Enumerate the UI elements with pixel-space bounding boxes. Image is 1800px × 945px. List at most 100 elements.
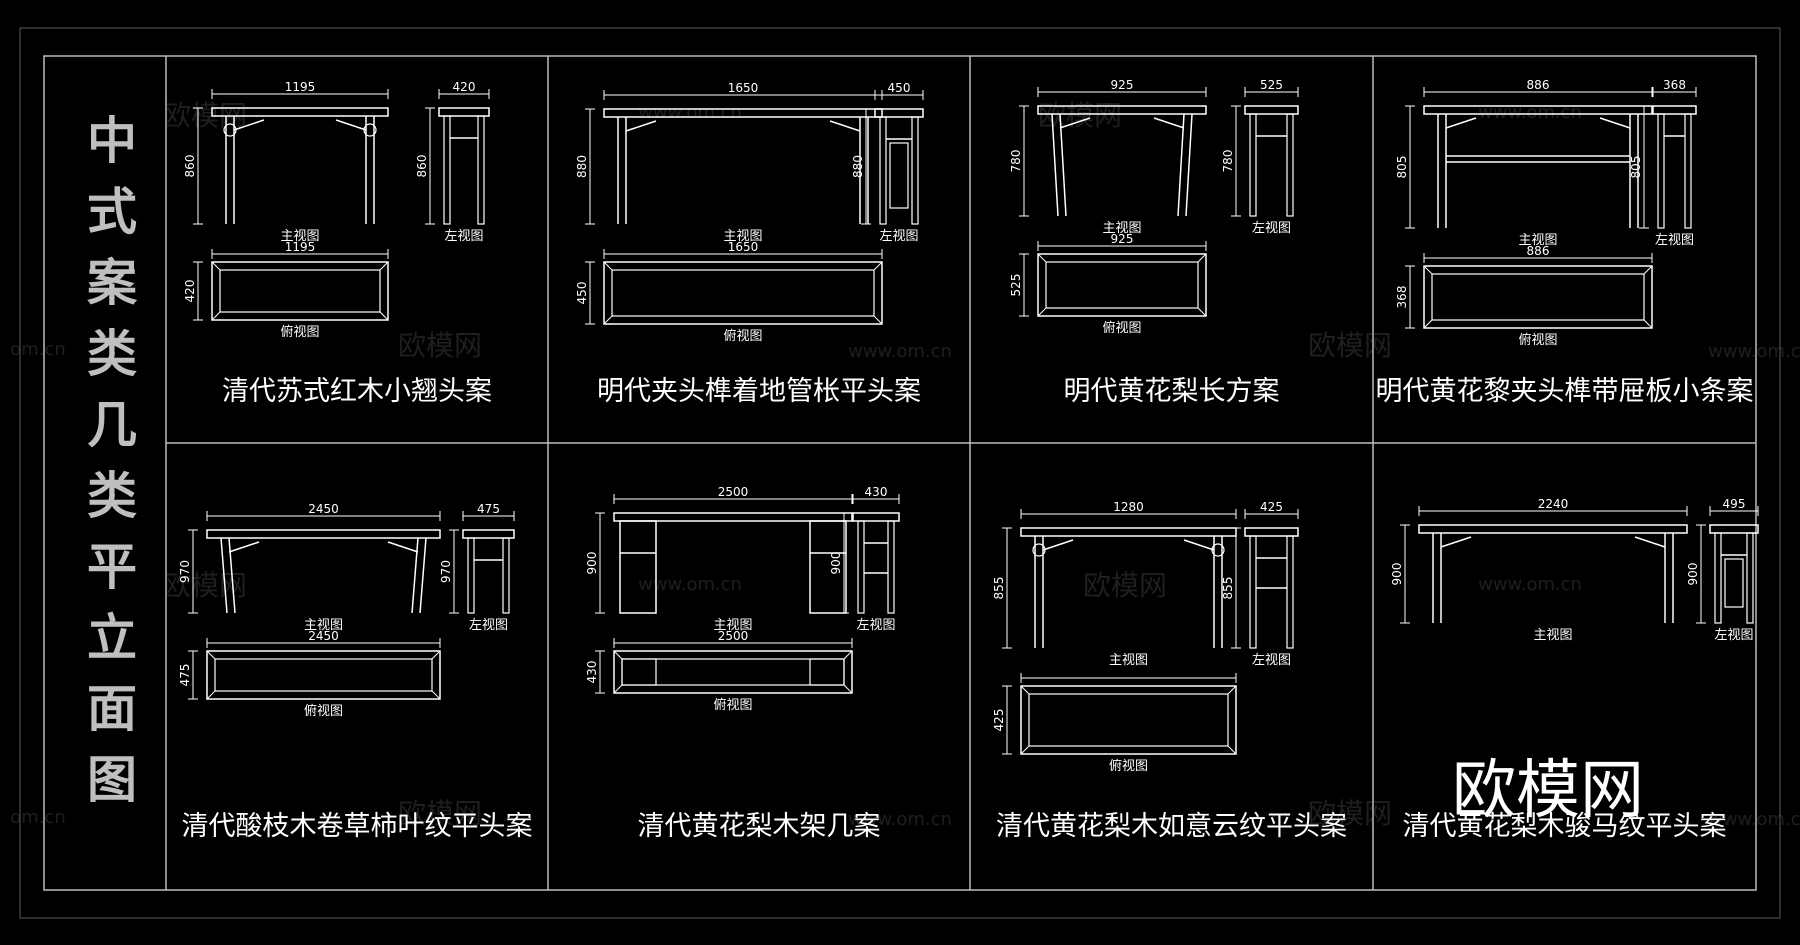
- drawing-rect: [1286, 113, 1294, 217]
- horizontal-dimension: 2450: [206, 629, 441, 648]
- drawing-line: [1153, 117, 1185, 129]
- drawing-line: [379, 261, 389, 271]
- drawing-rect: [477, 115, 485, 225]
- top-view: [603, 261, 883, 325]
- drawing-rect: [438, 107, 490, 117]
- drawing-line: [613, 684, 623, 694]
- drawing-rect: [852, 512, 900, 522]
- dimension-text: 880: [575, 155, 589, 178]
- vertical-dimension: 900: [829, 512, 849, 614]
- drawing-line: [206, 690, 216, 700]
- drawing-rect: [619, 520, 657, 614]
- page-title-char: 立: [87, 609, 137, 667]
- horizontal-dimension: 475: [462, 502, 515, 521]
- vertical-dimension: 970: [439, 529, 459, 614]
- dimension-text: 925: [1111, 232, 1134, 246]
- vertical-dimension: 430: [585, 650, 605, 694]
- dimension-text: 1650: [728, 81, 759, 95]
- scroll-ornament: [223, 123, 237, 137]
- left-view-label: 左视图: [444, 229, 483, 244]
- drawing-rect: [502, 537, 510, 614]
- drawing-rect: [1709, 524, 1759, 534]
- drawing-line: [1227, 685, 1237, 695]
- watermark-text: 欧模网: [398, 797, 482, 830]
- horizontal-dimension: 2500: [613, 485, 853, 504]
- drawing-line: [603, 261, 613, 271]
- drawing-line: [843, 650, 853, 660]
- dimension-text: 900: [1390, 563, 1404, 586]
- drawing-rect: [809, 520, 847, 614]
- dimension-text: 368: [1395, 286, 1409, 309]
- drawing-rect: [1431, 273, 1645, 321]
- furniture-title: 明代黄花黎夹头榫带屉板小条案: [1376, 376, 1754, 407]
- drawing-line: [1197, 253, 1207, 263]
- drawing-rect: [443, 115, 451, 225]
- dimension-text: 780: [1221, 150, 1235, 173]
- drawing-line: [1042, 539, 1074, 551]
- watermark-text: 欧模网: [1038, 99, 1122, 132]
- drawing-line: [335, 119, 367, 131]
- horizontal-dimension: 886: [1423, 78, 1653, 97]
- dimension-text: 780: [1009, 150, 1023, 173]
- drawing-rect: [613, 512, 853, 522]
- dimension-text: 1650: [728, 240, 759, 254]
- drawing-line: [1643, 319, 1653, 329]
- drawing-line: [431, 690, 441, 700]
- horizontal-dimension: 368: [1652, 78, 1697, 97]
- drawing-rect: [206, 529, 441, 539]
- drawing-rect: [1714, 532, 1722, 624]
- dimension-text: 2450: [308, 629, 339, 643]
- drawing-rect: [1037, 253, 1207, 317]
- vertical-dimension: 860: [183, 107, 203, 225]
- vertical-dimension: 880: [575, 108, 595, 225]
- dimension-text: 925: [1111, 78, 1134, 92]
- left-view-label: 左视图: [1252, 221, 1291, 236]
- front-view-label: 主视图: [280, 229, 319, 244]
- drawing-line: [206, 650, 216, 660]
- horizontal-dimension: 1650: [603, 240, 883, 259]
- drawing-rect: [1028, 693, 1229, 747]
- watermark-text: www.om.cn: [1478, 102, 1582, 123]
- drawing-rect: [1418, 524, 1688, 534]
- drawing-rect: [611, 269, 875, 317]
- drawing-rect: [1020, 685, 1237, 755]
- outer-border: [19, 27, 1781, 919]
- drawing-rect: [214, 658, 433, 692]
- front-view-label: 主视图: [723, 229, 762, 244]
- dimension-text: 495: [1723, 497, 1746, 511]
- horizontal-dimension: 430: [852, 485, 900, 504]
- furniture-cells: 清代苏式红木小翘头案1195860主视图420860左视图1195420俯视图明…: [178, 78, 1759, 842]
- drawing-rect: [603, 261, 883, 325]
- drawing-rect: [1657, 113, 1665, 229]
- dimension-text: 475: [477, 502, 500, 516]
- watermark-text: www.om.cn: [848, 341, 952, 362]
- vertical-dimension: 805: [1395, 105, 1415, 229]
- left-view: [462, 529, 515, 614]
- top-view-label: 俯视图: [1109, 758, 1148, 774]
- watermark-text: om.cn: [10, 807, 66, 828]
- horizontal-dimension: 2240: [1418, 497, 1688, 516]
- drawing-line: [379, 311, 389, 321]
- front-view-label: 主视图: [1109, 653, 1148, 668]
- left-view: [438, 107, 490, 225]
- dimension-text: 450: [888, 81, 911, 95]
- dimension-text: 1195: [285, 240, 316, 254]
- drawing-line: [613, 650, 623, 660]
- drawing-line: [220, 537, 228, 614]
- drawing-line: [211, 311, 221, 321]
- top-view: [1423, 265, 1653, 329]
- drawing-rect: [1249, 113, 1257, 217]
- drawing-line: [419, 537, 427, 614]
- drawing-line: [1020, 745, 1030, 755]
- front-view: [1418, 524, 1688, 623]
- vertical-dimension: 860: [415, 107, 435, 225]
- dimension-text: 900: [1686, 563, 1700, 586]
- top-view-label: 俯视图: [304, 703, 343, 719]
- dimension-text: 420: [183, 280, 197, 303]
- vertical-dimension: 420: [183, 261, 203, 321]
- vertical-dimension: 900: [1390, 524, 1410, 624]
- drawing-line: [1440, 536, 1472, 548]
- dimension-text: 855: [992, 577, 1006, 600]
- vertical-dimension: 450: [575, 261, 595, 325]
